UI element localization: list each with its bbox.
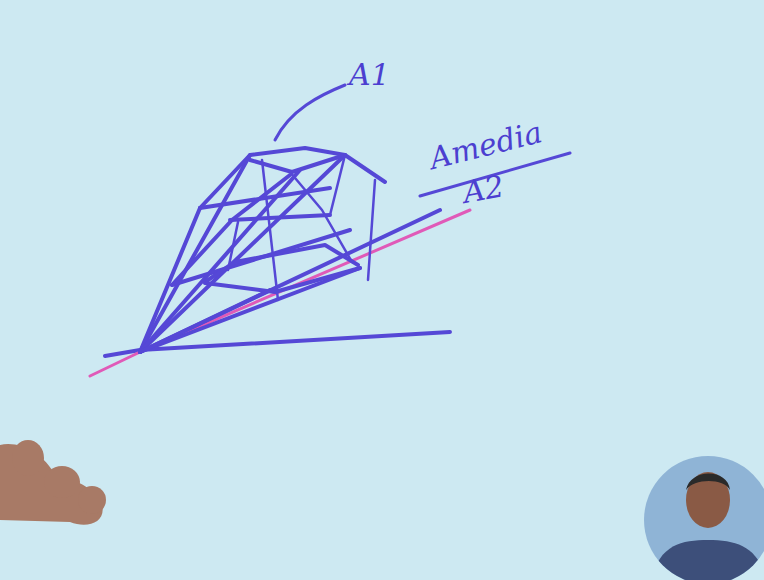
hand-shape [0, 440, 106, 525]
sketch-lines [90, 85, 570, 376]
sketch-label: A1 [349, 60, 390, 90]
sketch-label: A2 [461, 171, 506, 208]
presenter-inset [644, 456, 764, 580]
